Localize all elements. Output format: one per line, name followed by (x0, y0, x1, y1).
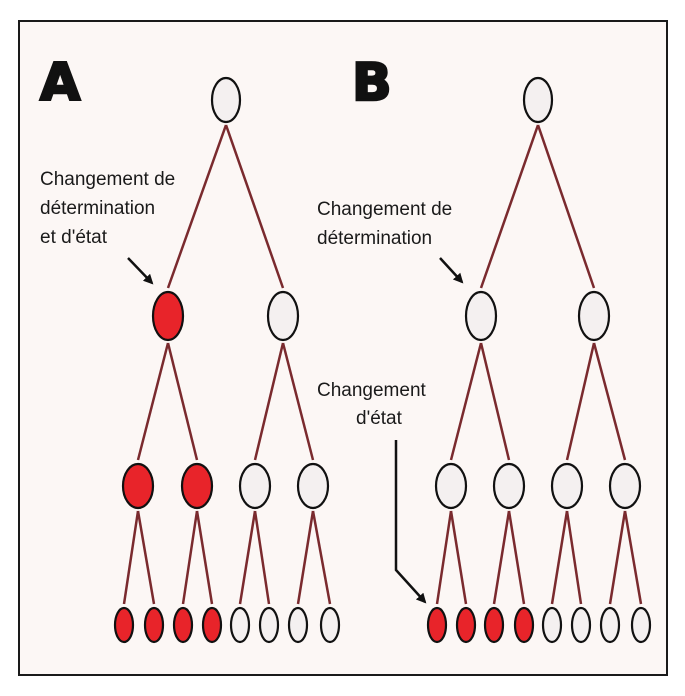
branch-line (550, 510, 569, 605)
cell-red (143, 606, 165, 644)
cell-red (513, 606, 535, 644)
panel-b-arrow-etat (394, 440, 427, 604)
branch-line (296, 510, 315, 605)
cell-white (266, 290, 300, 342)
branch-line (592, 342, 627, 461)
panel-a-annotation-line: détermination (40, 198, 155, 219)
branch-line (224, 124, 285, 289)
cell-white (630, 606, 652, 644)
cell-red (180, 462, 214, 510)
panel-b-annotation-line: Changement de (317, 199, 452, 220)
branch-line (608, 510, 627, 605)
branch-line (565, 342, 596, 461)
branch-line (238, 510, 257, 605)
branch-line (507, 510, 526, 605)
cell-white (550, 462, 584, 510)
cell-red (201, 606, 223, 644)
cell-white (522, 76, 554, 124)
cell-white (434, 462, 468, 510)
cell-white (570, 606, 592, 644)
cell-white (599, 606, 621, 644)
cell-red (172, 606, 194, 644)
figure-frame (18, 20, 668, 676)
panel-b-annotation-line: Changement (317, 380, 427, 401)
cell-white (577, 290, 611, 342)
cell-red (113, 606, 135, 644)
cell-white (258, 606, 280, 644)
branch-line (479, 124, 540, 289)
cell-white (296, 462, 330, 510)
branch-line (449, 510, 468, 605)
branch-line (181, 510, 199, 605)
panel-b-annotation-line: détermination (317, 228, 432, 249)
branch-line (253, 510, 271, 605)
branch-line (435, 510, 453, 605)
branch-line (136, 342, 170, 461)
panel-b-annotation-determination: Changement de détermination (317, 199, 458, 249)
branch-line (195, 510, 214, 605)
panel-a-arrow (127, 257, 154, 285)
cell-white (287, 606, 309, 644)
branch-line (122, 510, 140, 605)
panel-a-annotation: Changement de détermination et d'état (40, 169, 181, 248)
panel-a-tree (113, 76, 341, 644)
panel-a-annotation-line: Changement de (40, 169, 175, 190)
panel-b-tree (426, 76, 652, 644)
cell-white (492, 462, 526, 510)
branch-line (479, 342, 511, 461)
branch-line (623, 510, 643, 605)
branch-line (449, 342, 483, 461)
panel-a-letter: A (40, 53, 80, 113)
panel-b-arrow-determination (439, 257, 464, 284)
cell-red (151, 290, 185, 342)
cell-white (464, 290, 498, 342)
branch-line (166, 124, 228, 289)
cell-red (426, 606, 448, 644)
branch-line (492, 510, 511, 605)
cell-white (608, 462, 642, 510)
panel-b-annotation-line: d'état (356, 408, 403, 429)
cell-white (541, 606, 563, 644)
branch-line (253, 342, 285, 461)
branch-line (281, 342, 315, 461)
cell-white (238, 462, 272, 510)
cell-red (121, 462, 155, 510)
branch-line (136, 510, 156, 605)
cell-white (319, 606, 341, 644)
panel-a-annotation-line: et d'état (40, 227, 108, 248)
cell-white (229, 606, 251, 644)
branch-line (166, 342, 199, 461)
panel-b-letter: B (352, 53, 392, 113)
branch-line (311, 510, 332, 605)
cell-red (455, 606, 477, 644)
panel-b-annotation-etat: Changement d'état (317, 380, 431, 429)
branch-line (536, 124, 596, 289)
cell-white (210, 76, 242, 124)
branch-line (565, 510, 583, 605)
cell-red (483, 606, 505, 644)
